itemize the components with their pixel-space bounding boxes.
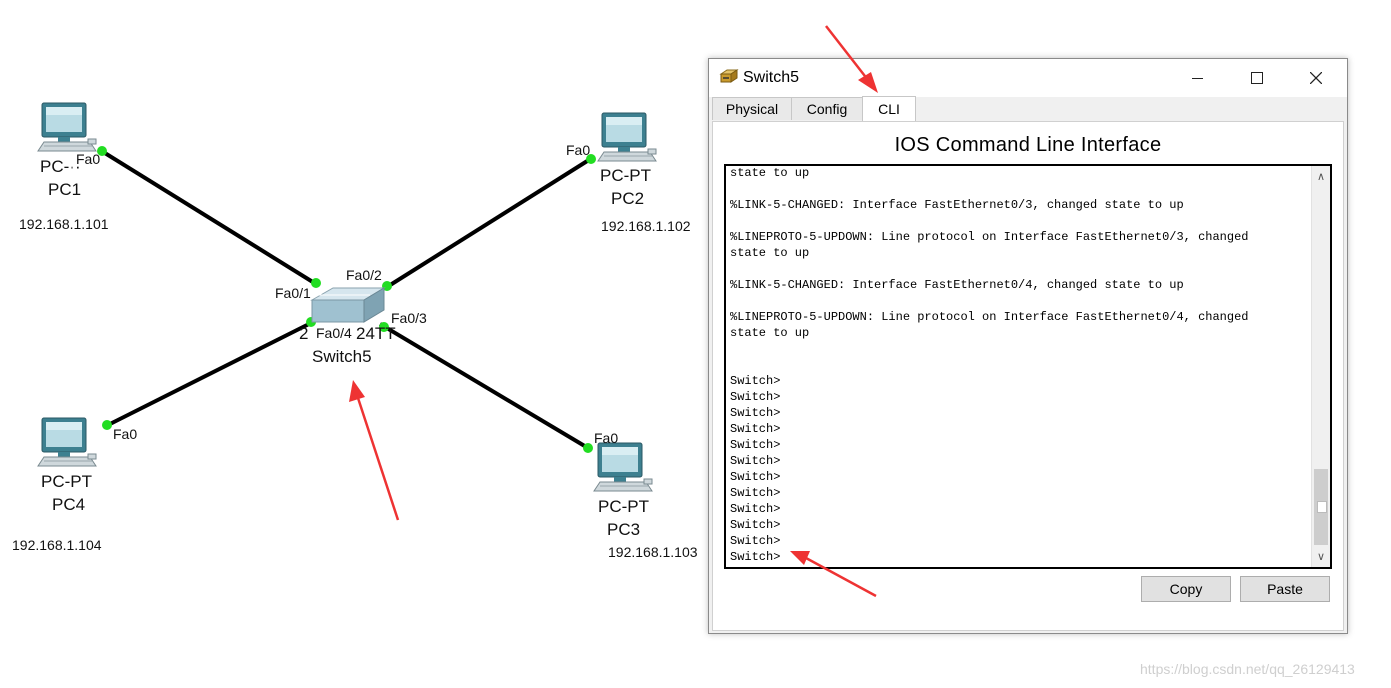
tab-config[interactable]: Config xyxy=(791,97,863,120)
switch5-dialog[interactable]: Switch5 Physical Config CLI IOS Command … xyxy=(708,58,1348,634)
link-light xyxy=(586,154,596,164)
pc4-icon[interactable] xyxy=(37,417,97,467)
copy-button[interactable]: Copy xyxy=(1141,576,1231,602)
pc1-port-label: Fa0 xyxy=(76,151,101,167)
pc1-type-label: PC-·· xyxy=(40,157,81,176)
paste-button[interactable]: Paste xyxy=(1240,576,1330,602)
tab-physical[interactable]: Physical xyxy=(712,97,792,120)
pc2-ip-label: 192.168.1.102 xyxy=(601,218,691,234)
pc3-icon[interactable] xyxy=(593,442,653,492)
link-light xyxy=(102,420,112,430)
switch-model-partial-end: 24TT xyxy=(356,324,396,343)
dialog-tabs: Physical Config CLI xyxy=(709,96,1347,121)
scrollbar-thumb[interactable] xyxy=(1314,469,1328,545)
pc3-type-label: PC-PT xyxy=(598,497,649,516)
scroll-down-icon[interactable]: ∨ xyxy=(1316,549,1326,563)
terminal-output[interactable]: state to up %LINK-5-CHANGED: Interface F… xyxy=(730,166,1249,564)
switch-name-label: Switch5 xyxy=(312,347,372,366)
minimize-icon xyxy=(1191,77,1203,79)
switch-icon[interactable] xyxy=(310,287,386,323)
pc1-name-label: PC1 xyxy=(48,180,82,199)
cli-panel: IOS Command Line Interface state to up %… xyxy=(712,121,1344,631)
watermark: https://blog.csdn.net/qq_26129413 xyxy=(1140,661,1355,677)
switch-model-partial: 2 xyxy=(299,324,309,343)
link-light xyxy=(379,322,389,332)
pc3-name-label: PC3 xyxy=(607,520,641,539)
pc4-name-label: PC4 xyxy=(52,495,86,514)
pc2-port-label: Fa0 xyxy=(566,142,591,158)
switch-port-fa0-4: Fa0/4 xyxy=(316,325,352,341)
link-pc4-switch[interactable] xyxy=(105,321,312,428)
terminal-scrollbar[interactable]: ∧ ∨ xyxy=(1311,166,1330,567)
pc1-icon[interactable] xyxy=(37,102,97,152)
switch-port-fa0-1: Fa0/1 xyxy=(275,285,311,301)
packet-tracer-switch-icon xyxy=(719,69,739,83)
pc3-port-label: Fa0 xyxy=(594,430,619,446)
cli-heading: IOS Command Line Interface xyxy=(894,134,1162,156)
minimize-button[interactable] xyxy=(1175,63,1219,93)
links xyxy=(98,148,594,450)
link-pc3-switch[interactable] xyxy=(378,322,590,450)
switch-port-fa0-3: Fa0/3 xyxy=(391,310,427,326)
close-icon xyxy=(1310,72,1322,84)
pc2-name-label: PC2 xyxy=(611,189,645,208)
pc2-type-label: PC-PT xyxy=(600,166,651,185)
maximize-button[interactable] xyxy=(1235,63,1279,93)
link-pc2-switch[interactable] xyxy=(385,156,594,289)
pc2-icon[interactable] xyxy=(597,112,657,162)
link-pc1-switch[interactable] xyxy=(98,148,318,286)
cli-terminal[interactable]: state to up %LINK-5-CHANGED: Interface F… xyxy=(724,164,1332,569)
link-light xyxy=(311,278,321,288)
pc3-ip-label: 192.168.1.103 xyxy=(608,544,698,560)
link-light xyxy=(97,146,107,156)
scrollbar-grip xyxy=(1317,501,1327,513)
pc1-ip-label: 192.168.1.101 xyxy=(19,216,109,232)
close-button[interactable] xyxy=(1294,63,1338,93)
dialog-title: Switch5 xyxy=(743,69,800,86)
maximize-icon xyxy=(1251,72,1263,84)
pc4-type-label: PC-PT xyxy=(41,472,92,491)
scroll-up-icon[interactable]: ∧ xyxy=(1316,169,1326,183)
switch-port-fa0-2: Fa0/2 xyxy=(346,267,382,283)
pc4-ip-label: 192.168.1.104 xyxy=(12,537,102,553)
link-light xyxy=(583,443,593,453)
dialog-titlebar[interactable]: Switch5 xyxy=(709,59,1347,97)
tab-cli[interactable]: CLI xyxy=(862,96,916,121)
pc4-port-label: Fa0 xyxy=(113,426,138,442)
